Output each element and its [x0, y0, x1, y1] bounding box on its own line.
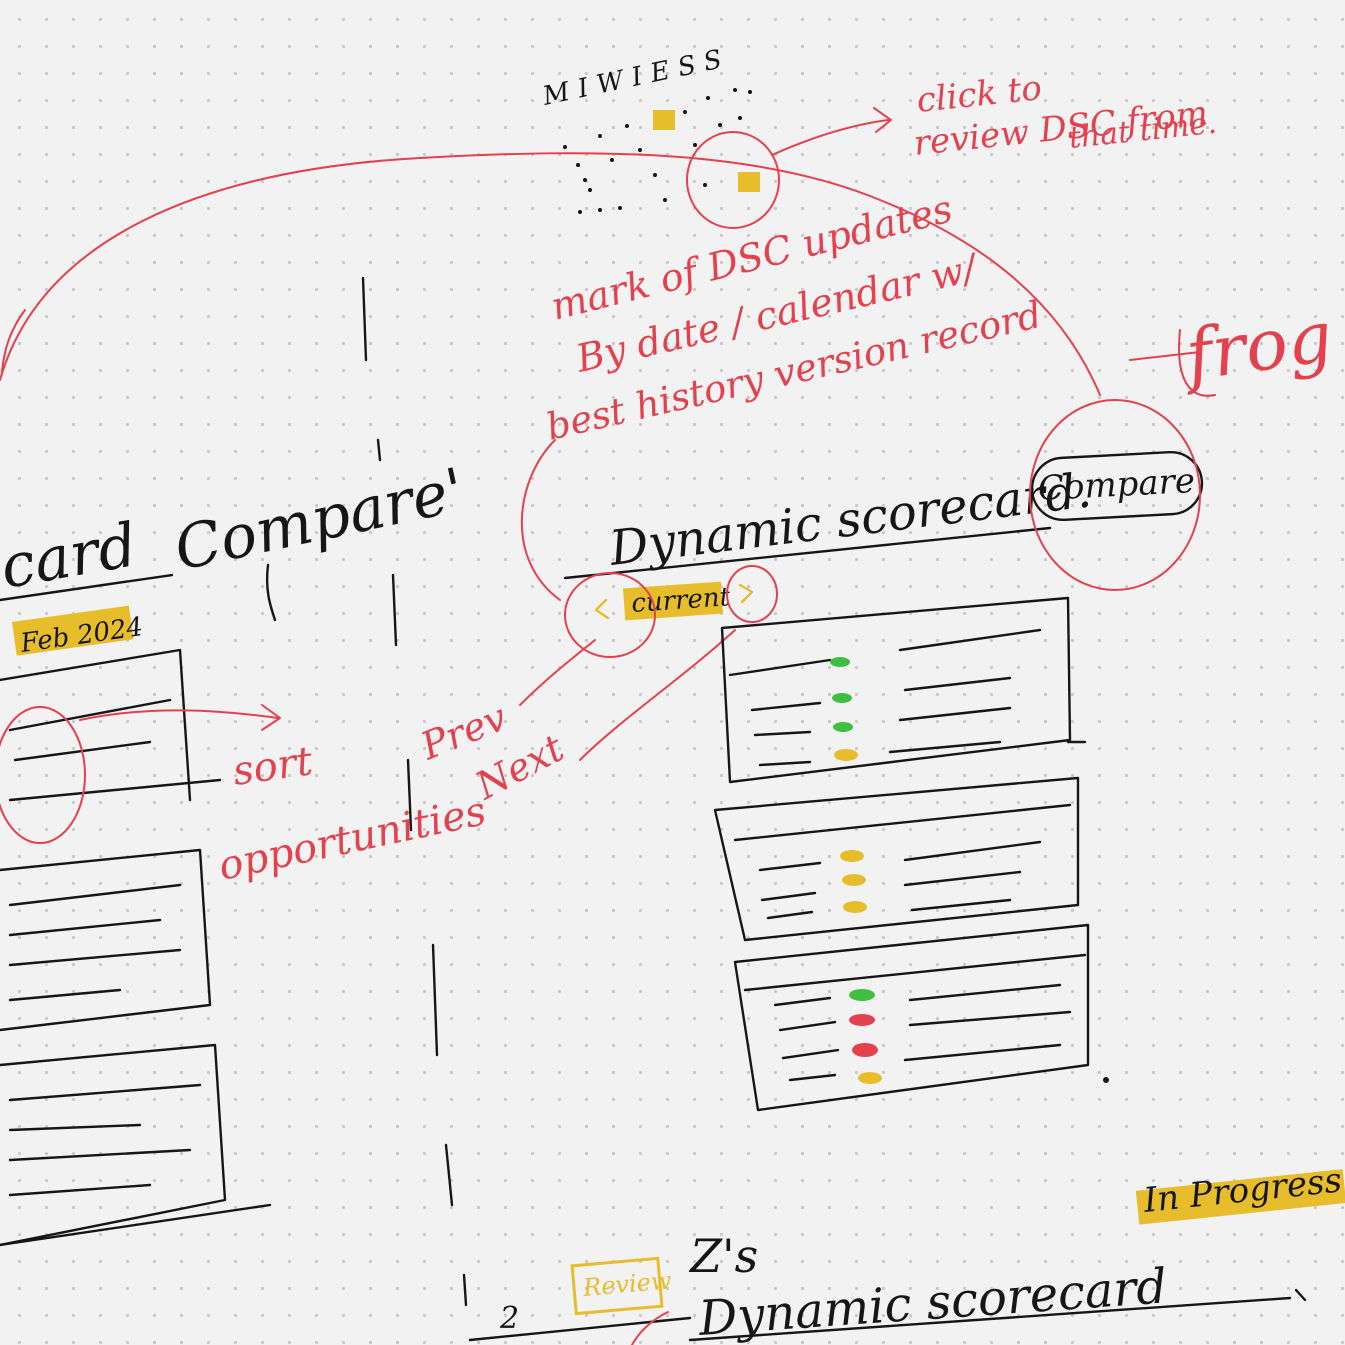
- bottom-number: 2: [499, 1301, 519, 1336]
- current-tab-label: current: [630, 582, 731, 619]
- opportunities-note: opportunities: [215, 788, 491, 890]
- in-progress-badge: In Progress: [1135, 1160, 1345, 1225]
- review-badge-label: Review: [581, 1266, 673, 1302]
- status-dot-2-1: [840, 850, 864, 862]
- left-title-part2: Compare': [169, 455, 471, 585]
- timeline-label: MIWIESS: [539, 43, 733, 112]
- compare-circle: [1029, 399, 1201, 591]
- compare-button[interactable]: Compare: [1030, 450, 1204, 522]
- status-dot-1-2: [832, 693, 852, 703]
- scorecard-card-3[interactable]: [733, 923, 1109, 1112]
- status-dot-3-1: [849, 989, 875, 1001]
- status-dot-2-3: [843, 901, 867, 913]
- arrow-to-note: [771, 119, 889, 156]
- review-badge[interactable]: Review: [570, 1256, 673, 1316]
- pager-notes: Prev Next: [414, 629, 736, 808]
- connector-arcs: [0, 152, 1101, 396]
- main-title: Dynamic scorecard.: [606, 462, 1095, 577]
- status-dot-2-2: [842, 874, 866, 886]
- left-panel: card Compare' Feb 2024 sort opportunitie…: [0, 455, 491, 1247]
- main-panel: Dynamic scorecard. Compare current: [563, 399, 1204, 1112]
- left-sort-circle: [0, 706, 86, 844]
- bottom-title: Dynamic scorecard: [696, 1258, 1169, 1345]
- status-dot-3-3: [852, 1043, 878, 1057]
- timeline-marker-2[interactable]: [738, 172, 760, 192]
- scorecard-card-1[interactable]: [720, 596, 1087, 784]
- current-tab[interactable]: current: [623, 581, 732, 621]
- status-dot-1-3: [833, 722, 853, 732]
- compare-button-label: Compare: [1037, 461, 1196, 509]
- right-cutoff-note: frog V: [1129, 284, 1345, 398]
- status-dot-3-4: [858, 1072, 882, 1084]
- bottom-section: 2 Review Z's Dynamic scorecard: [462, 1229, 1307, 1345]
- left-date-badge[interactable]: [12, 605, 134, 656]
- bottom-owner: Z's: [688, 1229, 758, 1283]
- status-dot-1-1: [830, 657, 850, 667]
- status-dot-1-4: [834, 749, 858, 761]
- timeline-circle: [686, 131, 780, 229]
- divider-sketch: [361, 276, 454, 1207]
- timeline-dots: [563, 88, 752, 214]
- status-dot-3-2: [849, 1014, 875, 1026]
- cutoff-text: frog V: [1176, 284, 1345, 397]
- sort-note: sort: [230, 738, 316, 795]
- scorecard-card-2[interactable]: [713, 776, 1080, 942]
- timeline-marker-1[interactable]: [653, 110, 675, 130]
- next-arrow-icon[interactable]: [726, 565, 778, 623]
- prev-arrow-icon[interactable]: [564, 572, 656, 658]
